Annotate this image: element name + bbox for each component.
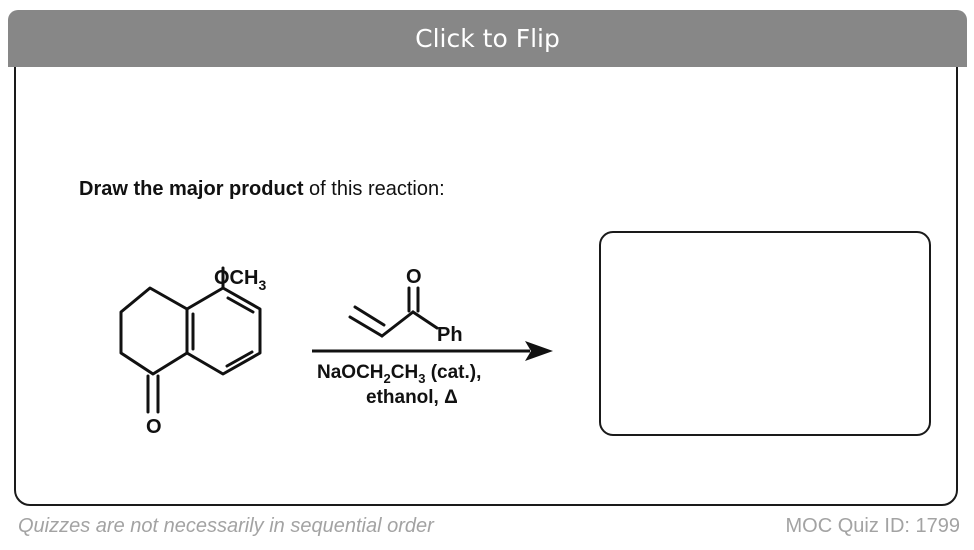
reactant-molecule	[119, 266, 262, 414]
reagent-molecule	[348, 286, 439, 338]
phenyl-label: Ph	[437, 324, 463, 346]
answer-box[interactable]	[599, 231, 931, 436]
question-text: Draw the major product of this reaction:	[79, 178, 445, 201]
quiz-id: MOC Quiz ID: 1799	[785, 515, 960, 537]
question-bold-part: Draw the major product	[79, 178, 304, 200]
reactant-carbonyl-oxygen: O	[146, 416, 162, 438]
reaction-scheme: OCH3 O O Ph NaOCH2CH3 (cat.), ethanol, Δ	[119, 266, 553, 438]
methoxy-label: OCH3	[214, 267, 266, 293]
conditions-base: NaOCH2CH3 (cat.),	[317, 362, 481, 386]
question-rest: of this reaction:	[303, 178, 445, 200]
click-to-flip-label: Click to Flip	[415, 24, 560, 53]
conditions-solvent: ethanol, Δ	[366, 387, 458, 408]
footer-note: Quizzes are not necessarily in sequentia…	[18, 515, 434, 537]
reaction-arrow	[312, 341, 553, 361]
reagent-carbonyl-oxygen: O	[406, 266, 422, 288]
click-to-flip-button[interactable]: Click to Flip	[8, 10, 967, 67]
